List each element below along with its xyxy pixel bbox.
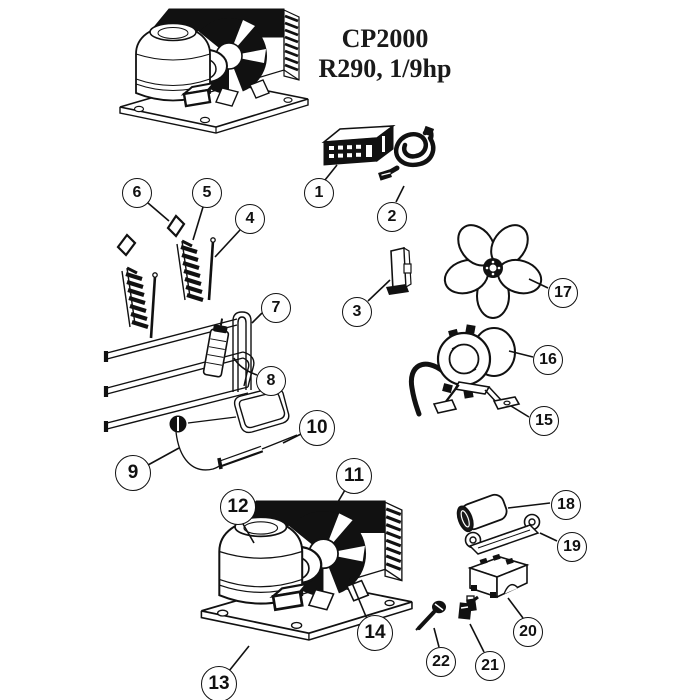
motor-bracket-drawing [432,381,521,414]
fin-strip-drawing [121,239,204,330]
callout-21[interactable]: 21 [475,651,505,681]
callout-16[interactable]: 16 [533,345,563,375]
diagram-title: CP2000 R290, 1/9hp [280,24,490,84]
controller-drawing [321,125,396,166]
callout-11[interactable]: 11 [336,458,372,494]
callout-12[interactable]: 12 [220,489,256,525]
model-number: CP2000 [341,24,429,53]
fan-motor-drawing [408,324,516,417]
model-spec: R290, 1/9hp [318,53,452,83]
overload-protector-drawing [458,595,479,620]
callout-10[interactable]: 10 [299,410,335,446]
callout-1[interactable]: 1 [304,178,334,208]
capillary-tube-drawing [217,434,298,470]
callout-5[interactable]: 5 [192,178,222,208]
callout-2[interactable]: 2 [377,202,407,232]
relay-drawing [467,553,530,599]
callout-3[interactable]: 3 [342,297,372,327]
callout-13[interactable]: 13 [201,666,237,700]
capacitor-bracket-drawing [464,513,541,555]
filter-drier-drawing [202,318,230,378]
callout-18[interactable]: 18 [551,490,581,520]
fan-blade-drawing [443,224,543,319]
callout-6[interactable]: 6 [122,178,152,208]
callout-7[interactable]: 7 [261,293,291,323]
callout-14[interactable]: 14 [357,615,393,651]
screw-drawing [415,600,446,631]
callout-19[interactable]: 19 [557,532,587,562]
bracket-plate-drawing [386,246,412,295]
grommet-drawing [116,214,186,257]
callout-22[interactable]: 22 [426,647,456,677]
callout-20[interactable]: 20 [513,617,543,647]
callout-15[interactable]: 15 [529,406,559,436]
coiled-tube-drawing [378,125,436,181]
callout-8[interactable]: 8 [256,366,286,396]
callout-17[interactable]: 17 [548,278,578,308]
leader-lines [147,164,558,672]
condenser-coil-drawing [103,311,290,434]
rod-drawing [149,237,216,339]
callout-9[interactable]: 9 [115,455,151,491]
capacitor-drawing [456,493,508,533]
callout-4[interactable]: 4 [235,204,265,234]
